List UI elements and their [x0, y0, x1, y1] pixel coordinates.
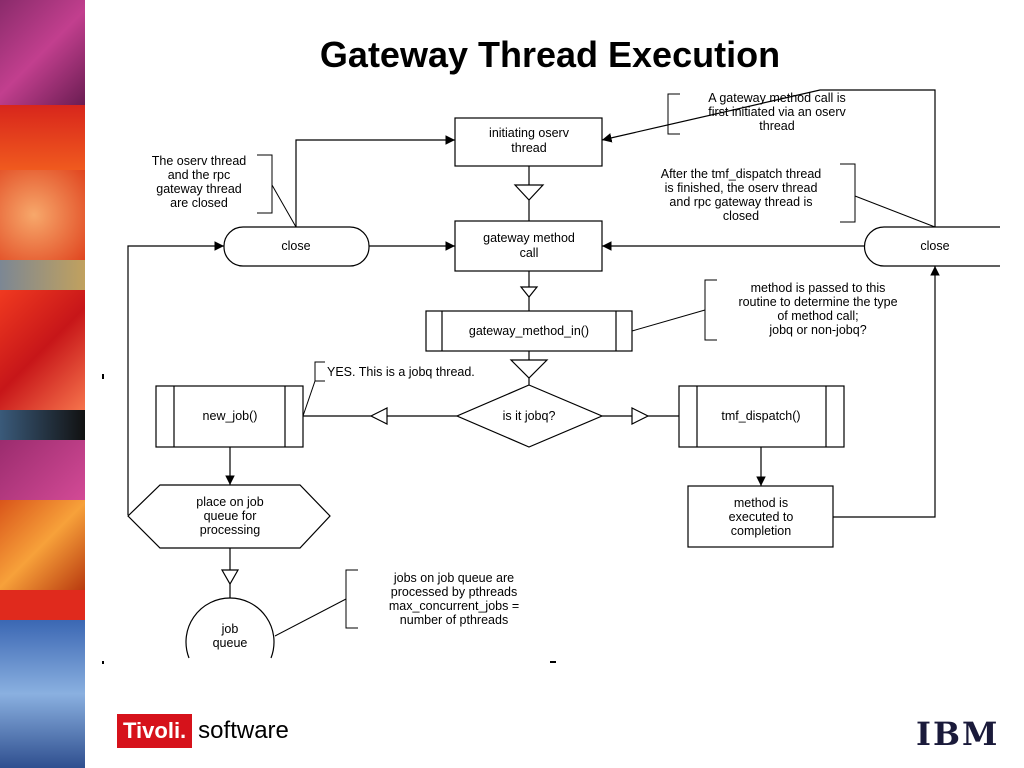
decorative-tile-red-2 — [0, 290, 85, 410]
note-line: jobq or non-jobq? — [768, 323, 866, 337]
note-line: thread — [759, 119, 794, 133]
decorative-tile-blue — [0, 620, 85, 768]
decorative-tile-gray — [0, 260, 85, 290]
software-wordmark: software — [198, 717, 289, 744]
node-tmf-dispatch-label: tmf_dispatch() — [721, 409, 800, 423]
tivoli-brand-mark: Tivoli. — [117, 714, 193, 748]
note-line: max_concurrent_jobs = — [389, 599, 519, 613]
note-line: closed — [723, 209, 759, 223]
decorative-tile-red — [0, 105, 85, 170]
note-line: method is passed to this — [751, 281, 886, 295]
node-is-it-jobq-decision: is it jobq? — [455, 384, 604, 448]
note-line: and rpc gateway thread is — [669, 195, 812, 209]
node-new-job: new_job() — [155, 385, 304, 448]
note-line: processed by pthreads — [391, 585, 517, 599]
annotation-lines — [257, 93, 936, 637]
node-place-queue-line: processing — [200, 523, 260, 537]
node-job-queue-line: job — [221, 622, 239, 636]
node-executed-line: method is — [734, 496, 788, 510]
crop-mark — [102, 374, 104, 379]
hollow-arrowheads — [220, 184, 650, 586]
ibm-logo: IBM — [916, 715, 1000, 753]
crop-mark — [102, 661, 104, 664]
note-line: of method call; — [777, 309, 858, 323]
node-gateway-call-line: call — [520, 246, 539, 260]
node-gateway-method-in: gateway_method_in() — [425, 310, 633, 352]
decorative-image-strip — [0, 0, 85, 768]
node-place-queue-line: place on job — [196, 495, 263, 509]
decorative-tile-red-3 — [0, 590, 85, 620]
node-job-queue-line: queue — [213, 636, 248, 650]
note-line: After the tmf_dispatch thread — [661, 167, 822, 181]
node-executed-line: completion — [731, 524, 791, 538]
note-line: gateway thread — [156, 182, 242, 196]
page-title: Gateway Thread Execution — [319, 34, 781, 75]
node-place-queue-line: queue for — [204, 509, 257, 523]
decorative-tile-purple — [0, 0, 85, 105]
connectors — [127, 89, 940, 605]
node-method-in-label: gateway_method_in() — [469, 324, 589, 338]
node-initiating-line: initiating oserv — [489, 126, 570, 140]
node-gateway-call-line: gateway method — [483, 231, 575, 245]
note-line: number of pthreads — [400, 613, 508, 627]
node-close-right-label: close — [920, 239, 949, 253]
node-close-left-label: close — [281, 239, 310, 253]
note-line: are closed — [170, 196, 228, 210]
note-line: The oserv thread — [152, 154, 247, 168]
decorative-tile-dark — [0, 410, 85, 440]
crop-mark — [550, 661, 556, 663]
node-new-job-label: new_job() — [203, 409, 258, 423]
node-close-left: close — [223, 226, 370, 267]
note-yes-jobq: YES. This is a jobq thread. — [327, 365, 475, 379]
node-initiating-line: thread — [511, 141, 546, 155]
note-line: and the rpc — [168, 168, 231, 182]
note-line: A gateway method call is — [708, 91, 846, 105]
decorative-tile-orange-2 — [0, 500, 85, 590]
tivoli-software-logo: Tivoli. software — [117, 713, 289, 749]
node-executed-line: executed to — [729, 510, 794, 524]
note-line: is finished, the oserv thread — [665, 181, 818, 195]
decorative-tile-orange — [0, 170, 85, 260]
node-tmf-dispatch: tmf_dispatch() — [678, 385, 845, 448]
note-line: routine to determine the type — [738, 295, 897, 309]
node-close-right: close — [863, 226, 1000, 267]
decision-label: is it jobq? — [503, 409, 556, 423]
note-line: first initiated via an oserv — [708, 105, 846, 119]
decorative-tile-magenta — [0, 440, 85, 500]
note-line: jobs on job queue are — [393, 571, 514, 585]
